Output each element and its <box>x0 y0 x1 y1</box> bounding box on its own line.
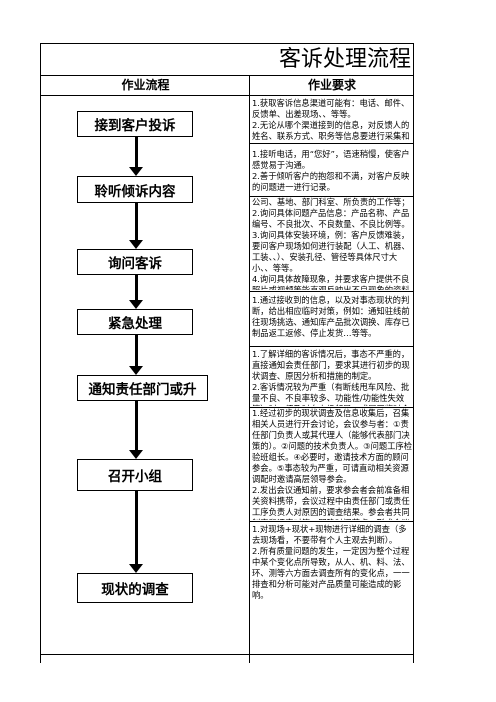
flow-arrow-head <box>129 450 143 459</box>
requirement-cell-5: 1.了解详细的客诉情况后，事态不严重的，直接通知会责任部门，要求其进行初步的现状… <box>252 349 414 406</box>
requirement-text: 1.对现场+现状+现物进行详细的调查（多去现场看，不要带有个人主观去判断）。 <box>252 524 407 545</box>
header-flow: 作业流程 <box>121 78 170 92</box>
flow-arrow-shaft <box>135 491 138 565</box>
requirement-cell-2: 1.接听电话，用“您好”，语速稍慢，使客户感觉易于沟通。 2.善于倾听客户的抱怨… <box>252 149 414 195</box>
table-bottom-line <box>40 654 414 655</box>
flow-step-1: 接到客户投诉 <box>77 111 193 137</box>
requirement-text: 2.发出会议通知前，要求参会者会前准备相关资料携带，会议过程中由责任部门或责任工… <box>252 485 410 520</box>
flow-step-label: 接到客户投诉 <box>94 118 176 134</box>
requirement-text: 2.询问具体问题产品信息：产品名称、产品编号、不良批次、不良数量、不良比例等。 <box>252 208 410 229</box>
column-divider <box>249 75 250 663</box>
left-border <box>40 75 41 663</box>
requirement-text: 2.无论从哪个渠道接到的信息，对反馈人的姓名、联系方式、职务等信息要进行采集和记… <box>252 120 410 141</box>
flow-arrow-shaft <box>135 401 138 451</box>
flow-arrow-shaft <box>135 275 138 301</box>
flow-step-6: 召开小组 <box>77 459 193 491</box>
right-border <box>413 75 414 663</box>
page-title: 客诉处理流程 <box>279 47 412 72</box>
requirement-cell-6: 1.经过初步的现状调查及信息收集后，召集相关人员进行开会讨论，会议参与者：①责任… <box>252 408 414 520</box>
flow-step-label: 召开小组 <box>108 469 162 485</box>
row-separator <box>249 346 414 347</box>
flow-arrow-head <box>129 240 143 249</box>
requirement-cell-1: 1.获取客诉信息渠道可能有：电话、邮件、反馈单、出差现场、、等等。 2.无论从哪… <box>252 98 414 142</box>
row-separator <box>249 521 414 522</box>
row-separator <box>249 407 414 408</box>
row-separator <box>249 143 414 144</box>
flow-step-7: 现状的调查 <box>77 573 193 603</box>
flow-step-label: 紧急处理 <box>108 316 162 332</box>
flow-arrow-shaft <box>135 203 138 241</box>
requirement-text: 2.善于倾听客户的抱怨和不满，对客户反映的问题进一进行记录。 <box>252 171 410 192</box>
row-separator <box>249 196 414 197</box>
process-sheet: 客诉处理流程 作业流程 作业要求 接到客户投诉 聆听倾诉内容 询问客诉 紧急处理… <box>40 43 414 663</box>
requirement-text: 4.询问具体故障现象，并要求客户提供不良照片或视频等能直观反映出不良现象的资料（… <box>252 274 410 290</box>
title-row: 客诉处理流程 <box>40 43 414 75</box>
flow-step-label: 现状的调查 <box>101 582 169 598</box>
requirement-text: 公司、基地、部门科室、所负责的工作等； <box>252 197 410 207</box>
requirement-text: 2.客诉情况较为严重（有断线甩车风险、批量不良、不良率较多、功能性/功能性失效等… <box>252 382 410 406</box>
requirement-text: 1.获取客诉信息渠道可能有：电话、邮件、反馈单、出差现场、、等等。 <box>252 98 410 119</box>
flow-arrow-head <box>129 366 143 375</box>
flow-step-4: 紧急处理 <box>77 309 193 335</box>
flow-step-3: 询问客诉 <box>77 249 193 275</box>
flow-arrow-head <box>129 300 143 309</box>
requirement-cell-4: 1.通过接收到的信息，以及对事态现状的判断，给出相应临时对策，例如：通知驻线前往… <box>252 295 414 345</box>
flow-arrow-head <box>129 564 143 573</box>
flow-arrow-shaft <box>135 137 138 168</box>
row-separator <box>249 291 414 292</box>
requirement-text: 1.经过初步的现状调查及信息收集后，召集相关人员进行开会讨论，会议参与者：①责任… <box>252 408 413 484</box>
requirement-cell-3: 公司、基地、部门科室、所负责的工作等； 2.询问具体问题产品信息：产品名称、产品… <box>252 197 414 290</box>
requirement-text: 1.通过接收到的信息，以及对事态现状的判断，给出相应临时对策，例如：通知驻线前往… <box>252 295 410 338</box>
flow-step-2: 聆听倾诉内容 <box>77 176 193 203</box>
requirement-text: 2.所有质量问题的发生，一定因为整个过程中某个变化点所导致，从人、机、料、法、环… <box>252 546 410 600</box>
requirement-cell-7: 1.对现场+现状+现物进行详细的调查（多去现场看，不要带有个人主观去判断）。 2… <box>252 524 414 654</box>
flow-arrow-head <box>129 167 143 176</box>
flow-step-5: 通知责任部门或升 <box>77 375 208 401</box>
header-requirements: 作业要求 <box>307 78 356 92</box>
header-row: 作业流程 作业要求 <box>40 75 414 96</box>
flow-step-label: 通知责任部门或升 <box>88 382 197 398</box>
requirement-text: 1.了解详细的客诉情况后，事态不严重的，直接通知会责任部门，要求其进行初步的现状… <box>252 349 410 381</box>
flow-step-label: 询问客诉 <box>108 256 162 272</box>
requirement-text: 3.询问具体安装环境，例：客户反馈难装，要问客户现场如何进行装配（人工、机器、工… <box>252 230 410 273</box>
requirement-text: 1.接听电话，用“您好”，语速稍慢，使客户感觉易于沟通。 <box>252 149 410 170</box>
flow-step-label: 聆听倾诉内容 <box>94 183 176 200</box>
flow-arrow-shaft <box>135 335 138 367</box>
